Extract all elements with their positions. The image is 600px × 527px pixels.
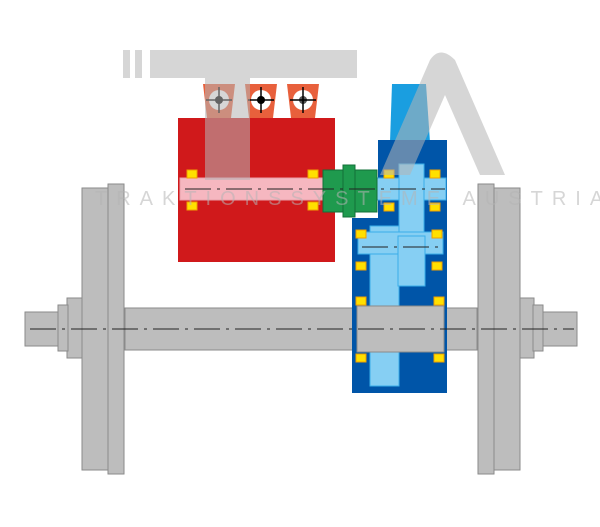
left-hub — [66, 297, 84, 359]
motor-bearings — [186, 169, 319, 211]
traction-motor — [178, 84, 335, 262]
centerlines — [30, 188, 574, 330]
tsa-logo-watermark: TRAKTIONSSYSTEME AUSTRIA — [95, 50, 600, 210]
coupling — [322, 164, 378, 218]
logo-tagline: TRAKTIONSSYSTEME AUSTRIA — [95, 188, 600, 210]
gears — [357, 163, 447, 387]
